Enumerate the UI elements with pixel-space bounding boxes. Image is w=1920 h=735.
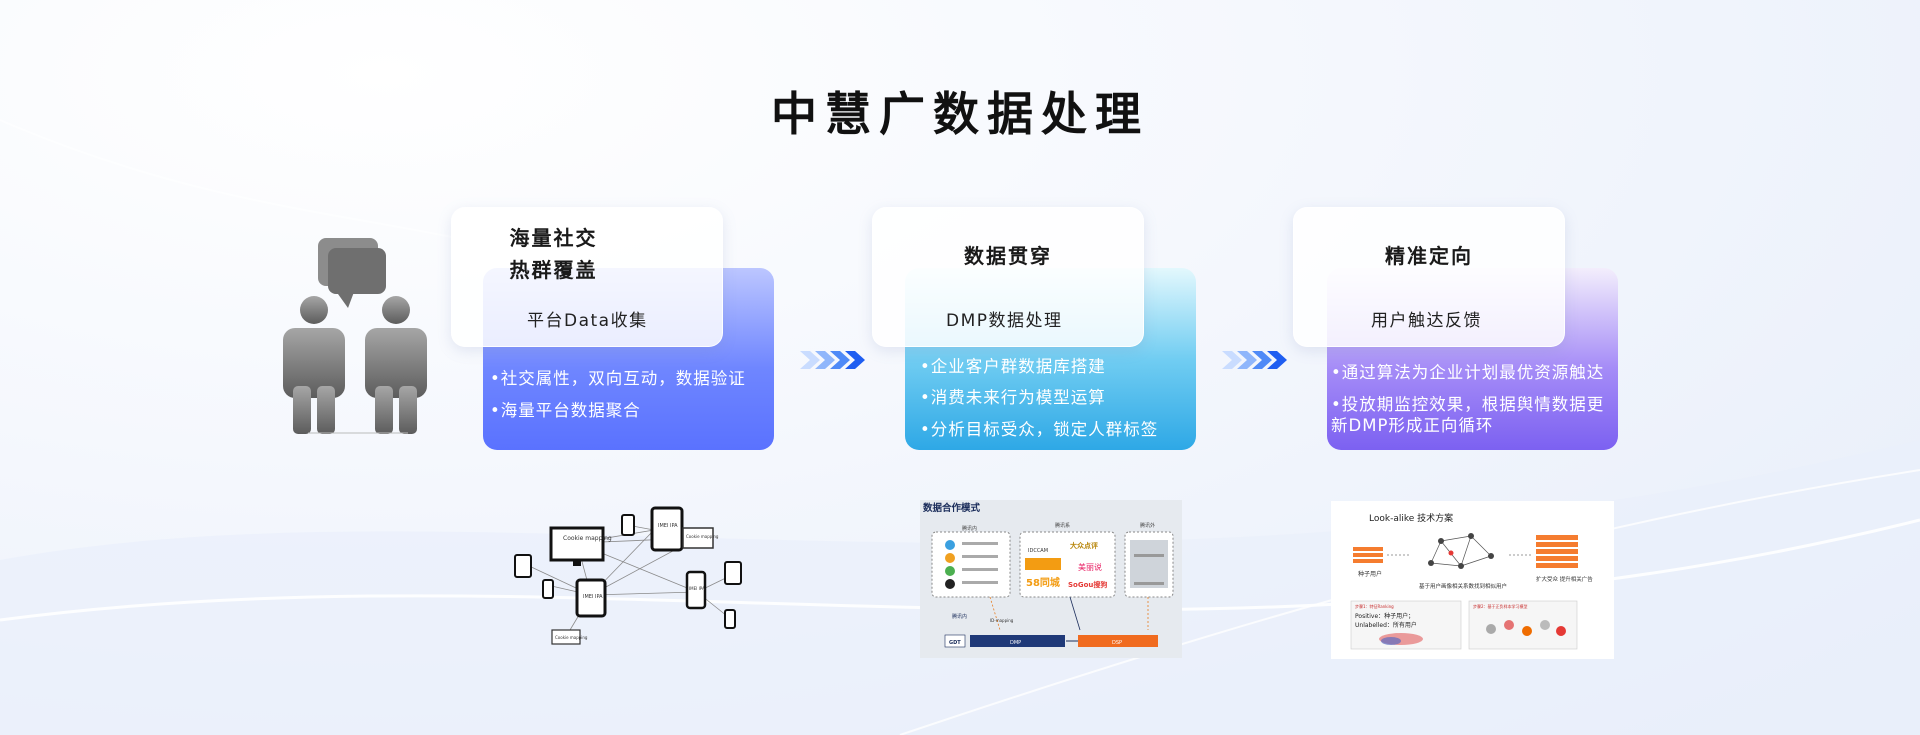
look-alike-graphic: Look-alike 技术方案 种子用户 基于用户画像相关系数找到相似用户 xyxy=(1331,501,1614,659)
card-2-bullet-3: •分析目标受众，锁定人群标签 xyxy=(920,420,1159,439)
label: 种子用户 xyxy=(1358,570,1382,578)
look-alike-diagram: Look-alike 技术方案 种子用户 基于用户画像相关系数找到相似用户 xyxy=(1331,501,1614,659)
label: 腾讯外 xyxy=(1140,522,1155,529)
label: SoGou搜狗 xyxy=(1068,580,1107,589)
label: ID-mapping xyxy=(990,618,1014,623)
label: 扩大受众 提升相关广告 xyxy=(1536,575,1593,583)
card-1-subtitle: 平台Data收集 xyxy=(527,311,648,331)
label: 步骤1：特征Ranking xyxy=(1355,603,1394,609)
card-1-title-line1: 海量社交 xyxy=(509,226,598,250)
card-2-bullet-2: •消费未来行为模型运算 xyxy=(920,388,1106,407)
card-3-bullet-1: •通过算法为企业计划最优资源触达 xyxy=(1331,363,1605,382)
card-1-bullet-2: •海量平台数据聚合 xyxy=(490,401,641,420)
label: IDCCAM xyxy=(1028,548,1048,554)
flow-arrows-icon xyxy=(800,351,865,369)
label: IMEI IPA xyxy=(583,594,603,600)
label: DSP xyxy=(1112,640,1122,646)
diagram-title: 数据合作模式 xyxy=(922,502,981,514)
card-2-title: 数据贯穿 xyxy=(964,244,1052,268)
card-2-header xyxy=(872,207,1144,347)
card-3-title: 精准定向 xyxy=(1385,244,1473,268)
card-3-bullet-3: 新DMP形成正向循环 xyxy=(1331,416,1494,435)
page-title: 中慧广数据处理 xyxy=(771,87,1149,141)
label: Cookie mapping xyxy=(686,534,719,539)
label: 腾讯内 xyxy=(962,525,977,532)
card-3-bullet-2: •投放期监控效果，根据舆情数据更 xyxy=(1331,395,1605,414)
label: Look-alike 技术方案 xyxy=(1369,512,1453,524)
label: IMEI IPA xyxy=(689,586,705,591)
label: 基于用户画像相关系数找到相似用户 xyxy=(1419,582,1507,590)
label: 美丽说 xyxy=(1078,562,1102,572)
label: 腾讯内 xyxy=(952,613,967,620)
card-1-title-line2: 热群覆盖 xyxy=(509,258,598,282)
card-3-subtitle: 用户触达反馈 xyxy=(1371,311,1482,331)
label: Cookie mapping xyxy=(555,635,588,640)
people-talking-icon xyxy=(283,238,427,434)
device-network-diagram: Cookie mapping IMEI IPA IMEI IPA Cookie … xyxy=(514,506,742,645)
data-cooperation-diagram: 数据合作模式 腾讯内 腾讯系 腾讯外 IDCCAM 58同城 大众点评 美丽说 … xyxy=(920,500,1182,658)
card-2-bullet-1: •企业客户群数据库搭建 xyxy=(920,357,1106,376)
flow-arrows-icon xyxy=(1222,351,1287,369)
label: Cookie mapping xyxy=(563,535,612,542)
card-1-bullet-1: •社交属性，双向互动，数据验证 xyxy=(490,369,746,388)
card-1-header xyxy=(451,207,723,347)
label: 步骤2：基于正负样本学习模型 xyxy=(1473,603,1528,609)
card-3-header xyxy=(1293,207,1565,347)
data-cooperation-graphic: 数据合作模式 腾讯内 腾讯系 腾讯外 IDCCAM 58同城 大众点评 美丽说 … xyxy=(920,500,1182,658)
label: 大众点评 xyxy=(1070,541,1098,550)
card-1-title: 海量社交 热群覆盖 xyxy=(451,222,656,286)
card-2-subtitle: DMP数据处理 xyxy=(946,311,1063,331)
label: Unlabelled：所有用户 xyxy=(1355,621,1417,629)
label: 58同城 xyxy=(1026,576,1060,589)
label: DMP xyxy=(1010,640,1021,646)
label: IMEI IPA xyxy=(658,523,678,529)
label: Positive：种子用户； xyxy=(1355,612,1414,620)
label: GDT xyxy=(949,640,961,646)
label: 腾讯系 xyxy=(1055,522,1070,529)
